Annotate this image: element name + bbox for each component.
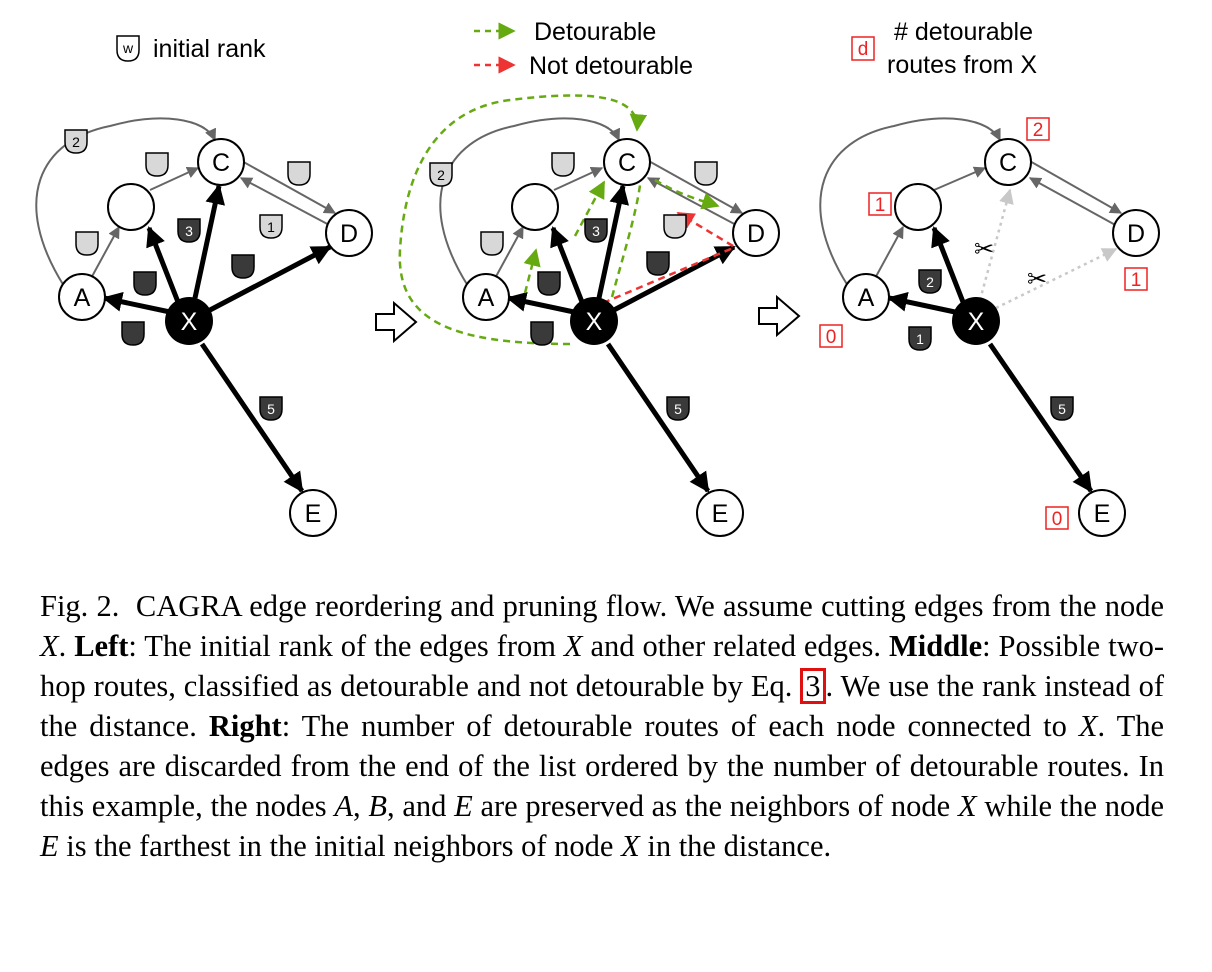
node-d-label: D — [747, 220, 765, 248]
node-c-label: C — [618, 149, 636, 177]
figure-diagram: w initial rank Detourable Not detourable… — [35, 18, 1160, 537]
hollow-right-arrow-icon — [758, 294, 801, 338]
rank-badge: 2 — [64, 129, 88, 154]
detour-count-box: 1 — [868, 192, 892, 216]
node-e-label: E — [1094, 500, 1111, 528]
rank-badge: 1 — [259, 214, 283, 239]
legend-initial-rank: w initial rank — [116, 35, 266, 63]
equation-reference-link[interactable]: 3 — [800, 668, 826, 704]
svg-text:5: 5 — [267, 401, 275, 417]
svg-text:2: 2 — [1033, 120, 1044, 141]
svg-text:1: 1 — [916, 331, 924, 347]
rank-badge: 2 — [918, 269, 942, 294]
node-e-label: E — [305, 500, 322, 528]
detour-count-box: 0 — [819, 324, 843, 348]
svg-text:2: 2 — [437, 167, 445, 183]
rank-badge: 3 — [177, 218, 201, 243]
svg-text:5: 5 — [1058, 401, 1066, 417]
rank-badge: 2 — [429, 162, 453, 187]
svg-text:5: 5 — [674, 401, 682, 417]
node-a-label: A — [74, 284, 91, 312]
hollow-right-arrow-icon — [375, 300, 418, 344]
count-box-symbol: d — [858, 39, 869, 60]
node-c-label: C — [212, 149, 230, 177]
panel-left: A C D X E 2 1 3 5 — [35, 117, 373, 537]
legend-detourable-label: Detourable — [534, 18, 656, 46]
rank-badge: 5 — [1050, 396, 1074, 421]
rank-badge-icon — [116, 35, 140, 62]
scissors-icon: ✂ — [974, 236, 994, 263]
figure-caption: Fig. 2. CAGRA edge reordering and prunin… — [40, 589, 1165, 863]
legend-not-detourable-label: Not detourable — [529, 52, 693, 80]
node-x-label: X — [181, 308, 198, 336]
node-x-label: X — [968, 308, 985, 336]
node-d-label: D — [340, 220, 358, 248]
scissors-icon: ✂ — [1027, 266, 1047, 293]
rank-badge: 5 — [259, 396, 283, 421]
rank-badge: 3 — [584, 218, 608, 243]
svg-text:2: 2 — [926, 274, 934, 290]
svg-text:0: 0 — [826, 327, 837, 348]
rank-badge: 5 — [666, 396, 690, 421]
svg-text:3: 3 — [592, 223, 600, 239]
svg-text:0: 0 — [1052, 509, 1063, 530]
middle-label: Middle — [888, 629, 983, 663]
svg-text:1: 1 — [875, 195, 886, 216]
right-label: Right — [208, 709, 282, 743]
figure-label: Fig. 2. — [40, 589, 120, 623]
detour-count-box: 2 — [1026, 117, 1050, 141]
node-a-label: A — [858, 284, 875, 312]
svg-text:1: 1 — [1131, 270, 1142, 291]
detour-count-box: 0 — [1045, 506, 1069, 530]
legend-detour-count: d # detourable routes from X — [851, 18, 1037, 79]
detour-count-box: 1 — [1124, 267, 1148, 291]
legend-count-line1: # detourable — [894, 18, 1033, 46]
node-c-label: C — [999, 149, 1017, 177]
rank-badge: 1 — [908, 326, 932, 351]
svg-text:3: 3 — [185, 223, 193, 239]
left-label: Left — [74, 629, 129, 663]
panel-right: ✂ ✂ A C D X E 2 1 5 2 — [819, 117, 1160, 537]
svg-text:2: 2 — [72, 134, 80, 150]
legend-count-line2: routes from X — [887, 51, 1037, 79]
node-x-label: X — [586, 308, 603, 336]
legend-initial-rank-label: initial rank — [153, 35, 266, 63]
legend-detourable: Detourable — [474, 18, 656, 46]
count-box-icon — [851, 36, 875, 61]
node-a-label: A — [478, 284, 495, 312]
panel-middle: A C D X E 2 3 5 — [398, 94, 780, 537]
node-e-label: E — [712, 500, 729, 528]
node-d-label: D — [1127, 220, 1145, 248]
legend-not-detourable: Not detourable — [474, 52, 693, 80]
svg-text:1: 1 — [267, 219, 275, 235]
rank-badge-symbol: w — [122, 40, 134, 56]
